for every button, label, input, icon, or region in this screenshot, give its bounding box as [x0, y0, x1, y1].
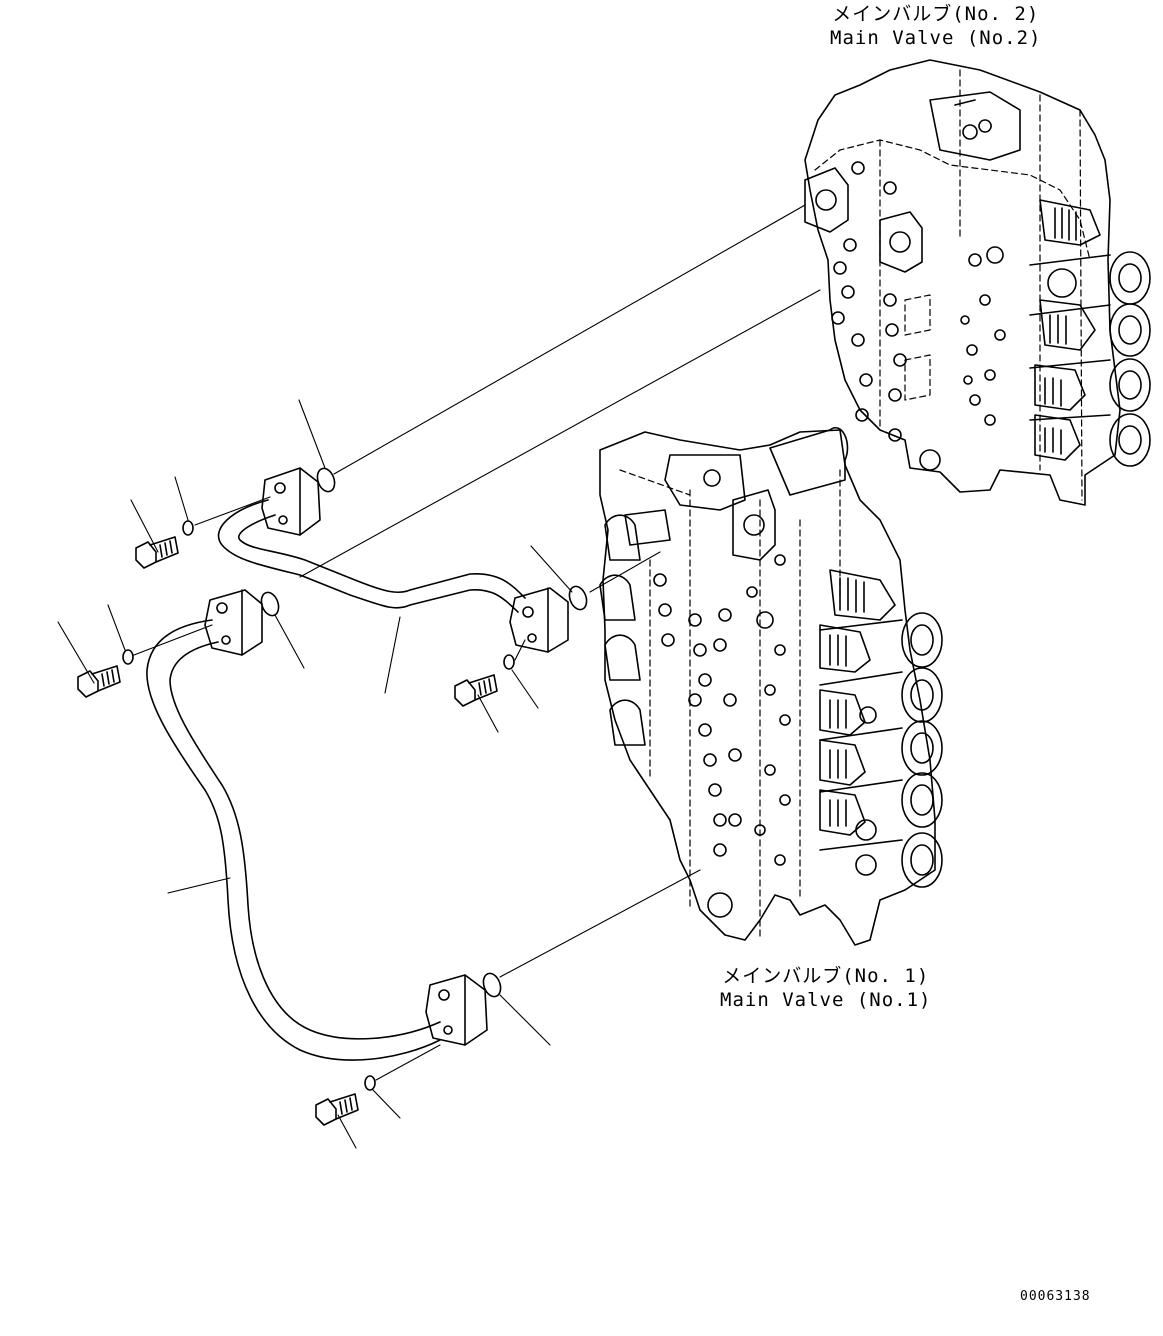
main-valve-2	[805, 60, 1150, 505]
upper-pipe-flange-left-hole	[275, 483, 285, 493]
main-valve-1-label-jp: メインバルブ(No. 1)	[722, 965, 930, 987]
leader-washer-1	[175, 477, 188, 520]
main-valve-1-top-port	[704, 470, 720, 486]
leader-washer-4	[373, 1090, 400, 1118]
assembly-line-5	[195, 497, 270, 525]
o-ring-1	[314, 466, 337, 494]
lower-pipe-flange-top	[205, 590, 262, 655]
main-valve-2-bracket-dash	[905, 295, 930, 400]
main-valve-1-label: メインバルブ(No. 1) Main Valve (No.1)	[720, 964, 931, 1012]
leader-lines	[58, 400, 572, 1148]
main-valve-1-top-block	[665, 455, 745, 510]
main-valve-1-flange-hole	[744, 515, 764, 535]
leader-o-ring-1	[299, 400, 325, 468]
drawing-number: 00063138	[1020, 1289, 1091, 1304]
upper-pipe-flange-right-hole	[523, 607, 533, 617]
bolt-3	[455, 675, 497, 706]
assembly-line-6	[134, 625, 212, 655]
assembly-line-8	[376, 1045, 440, 1080]
main-valve-1-label-en: Main Valve (No.1)	[720, 989, 932, 1011]
main-valve-2-body	[805, 60, 1120, 505]
washer-3	[504, 655, 514, 669]
main-valve-1	[600, 428, 942, 945]
main-valve-1-body	[600, 430, 935, 945]
main-valve-1-bolts	[654, 574, 741, 856]
leader-lower-pipe	[168, 878, 230, 893]
lower-pipe-flange-top-hole2	[222, 636, 230, 644]
assembly-line-7	[515, 640, 525, 660]
main-valve-1-face-ports	[708, 555, 790, 917]
upper-pipe-flange-left-hole2	[279, 516, 287, 524]
lower-pipe-assembly	[147, 590, 487, 1060]
assembly-lines	[134, 205, 820, 1080]
o-ring-2	[258, 590, 281, 618]
main-valve-1-flange	[733, 490, 775, 560]
o-ring-3	[566, 584, 589, 612]
o-rings	[258, 466, 589, 999]
upper-pipe-flange-right-hole2	[528, 634, 536, 642]
bolt-4	[316, 1094, 358, 1125]
lower-pipe-flange-bottom	[426, 975, 487, 1045]
upper-pipe-assembly	[219, 468, 568, 652]
lower-pipe-tube-inner	[170, 642, 440, 1039]
upper-pipe-tube-outer	[219, 500, 518, 612]
main-valve-2-flange-lower-hole	[890, 232, 910, 252]
leader-bolt-2	[58, 622, 94, 683]
main-valve-2-flange-lower	[880, 212, 922, 272]
main-valve-2-bolts	[832, 162, 906, 441]
washer-1	[183, 521, 193, 535]
leader-washer-2	[108, 605, 125, 650]
leader-o-ring-4	[500, 995, 550, 1045]
main-valve-1-cylinder	[770, 428, 848, 495]
lower-pipe-flange-top-hole	[217, 603, 227, 613]
washer-2	[123, 650, 133, 664]
main-valve-2-outline-dash	[815, 140, 1090, 260]
main-valve-2-port	[963, 125, 977, 139]
main-valve-2-label-en: Main Valve (No.2)	[830, 27, 1042, 49]
main-valve-1-left-bosses	[600, 510, 670, 745]
lower-pipe-tube-outer	[147, 620, 440, 1060]
main-valve-2-spools	[1030, 200, 1150, 466]
upper-pipe-tube-inner	[239, 515, 525, 598]
main-valve-2-flange-upper	[805, 168, 848, 232]
leader-o-ring-3	[531, 546, 572, 592]
main-valve-1-spools	[820, 570, 942, 887]
main-valve-2-edge-dash	[880, 70, 1082, 500]
bolt-1	[136, 537, 178, 568]
o-ring-4	[480, 971, 503, 999]
main-valve-2-face-ports	[920, 247, 1005, 470]
assembly-line-3	[590, 552, 660, 592]
assembly-line-1	[334, 205, 805, 474]
main-valve-2-top-boss	[930, 92, 1020, 160]
leader-bolt-3	[478, 695, 498, 732]
bolt-2	[78, 666, 120, 697]
leader-washer-3	[512, 670, 538, 708]
leader-bolt-1	[131, 500, 158, 552]
main-valve-2-label-jp: メインバルブ(No. 2)	[832, 3, 1040, 25]
upper-pipe-flange-right	[510, 588, 568, 652]
main-valve-2-flange-upper-hole	[816, 190, 836, 210]
leader-upper-pipe	[385, 617, 400, 693]
washer-4	[365, 1076, 375, 1090]
upper-pipe-flange-left	[262, 468, 320, 535]
lower-pipe-flange-bottom-hole	[439, 990, 449, 1000]
main-valve-1-dash-outline	[620, 470, 840, 940]
assembly-line-4	[500, 870, 700, 977]
assembly-line-2	[300, 290, 820, 577]
leader-bolt-4	[338, 1115, 356, 1148]
main-valve-2-label: メインバルブ(No. 2) Main Valve (No.2)	[830, 2, 1041, 50]
leader-o-ring-2	[275, 615, 304, 668]
lower-pipe-flange-bottom-hole2	[444, 1026, 452, 1034]
